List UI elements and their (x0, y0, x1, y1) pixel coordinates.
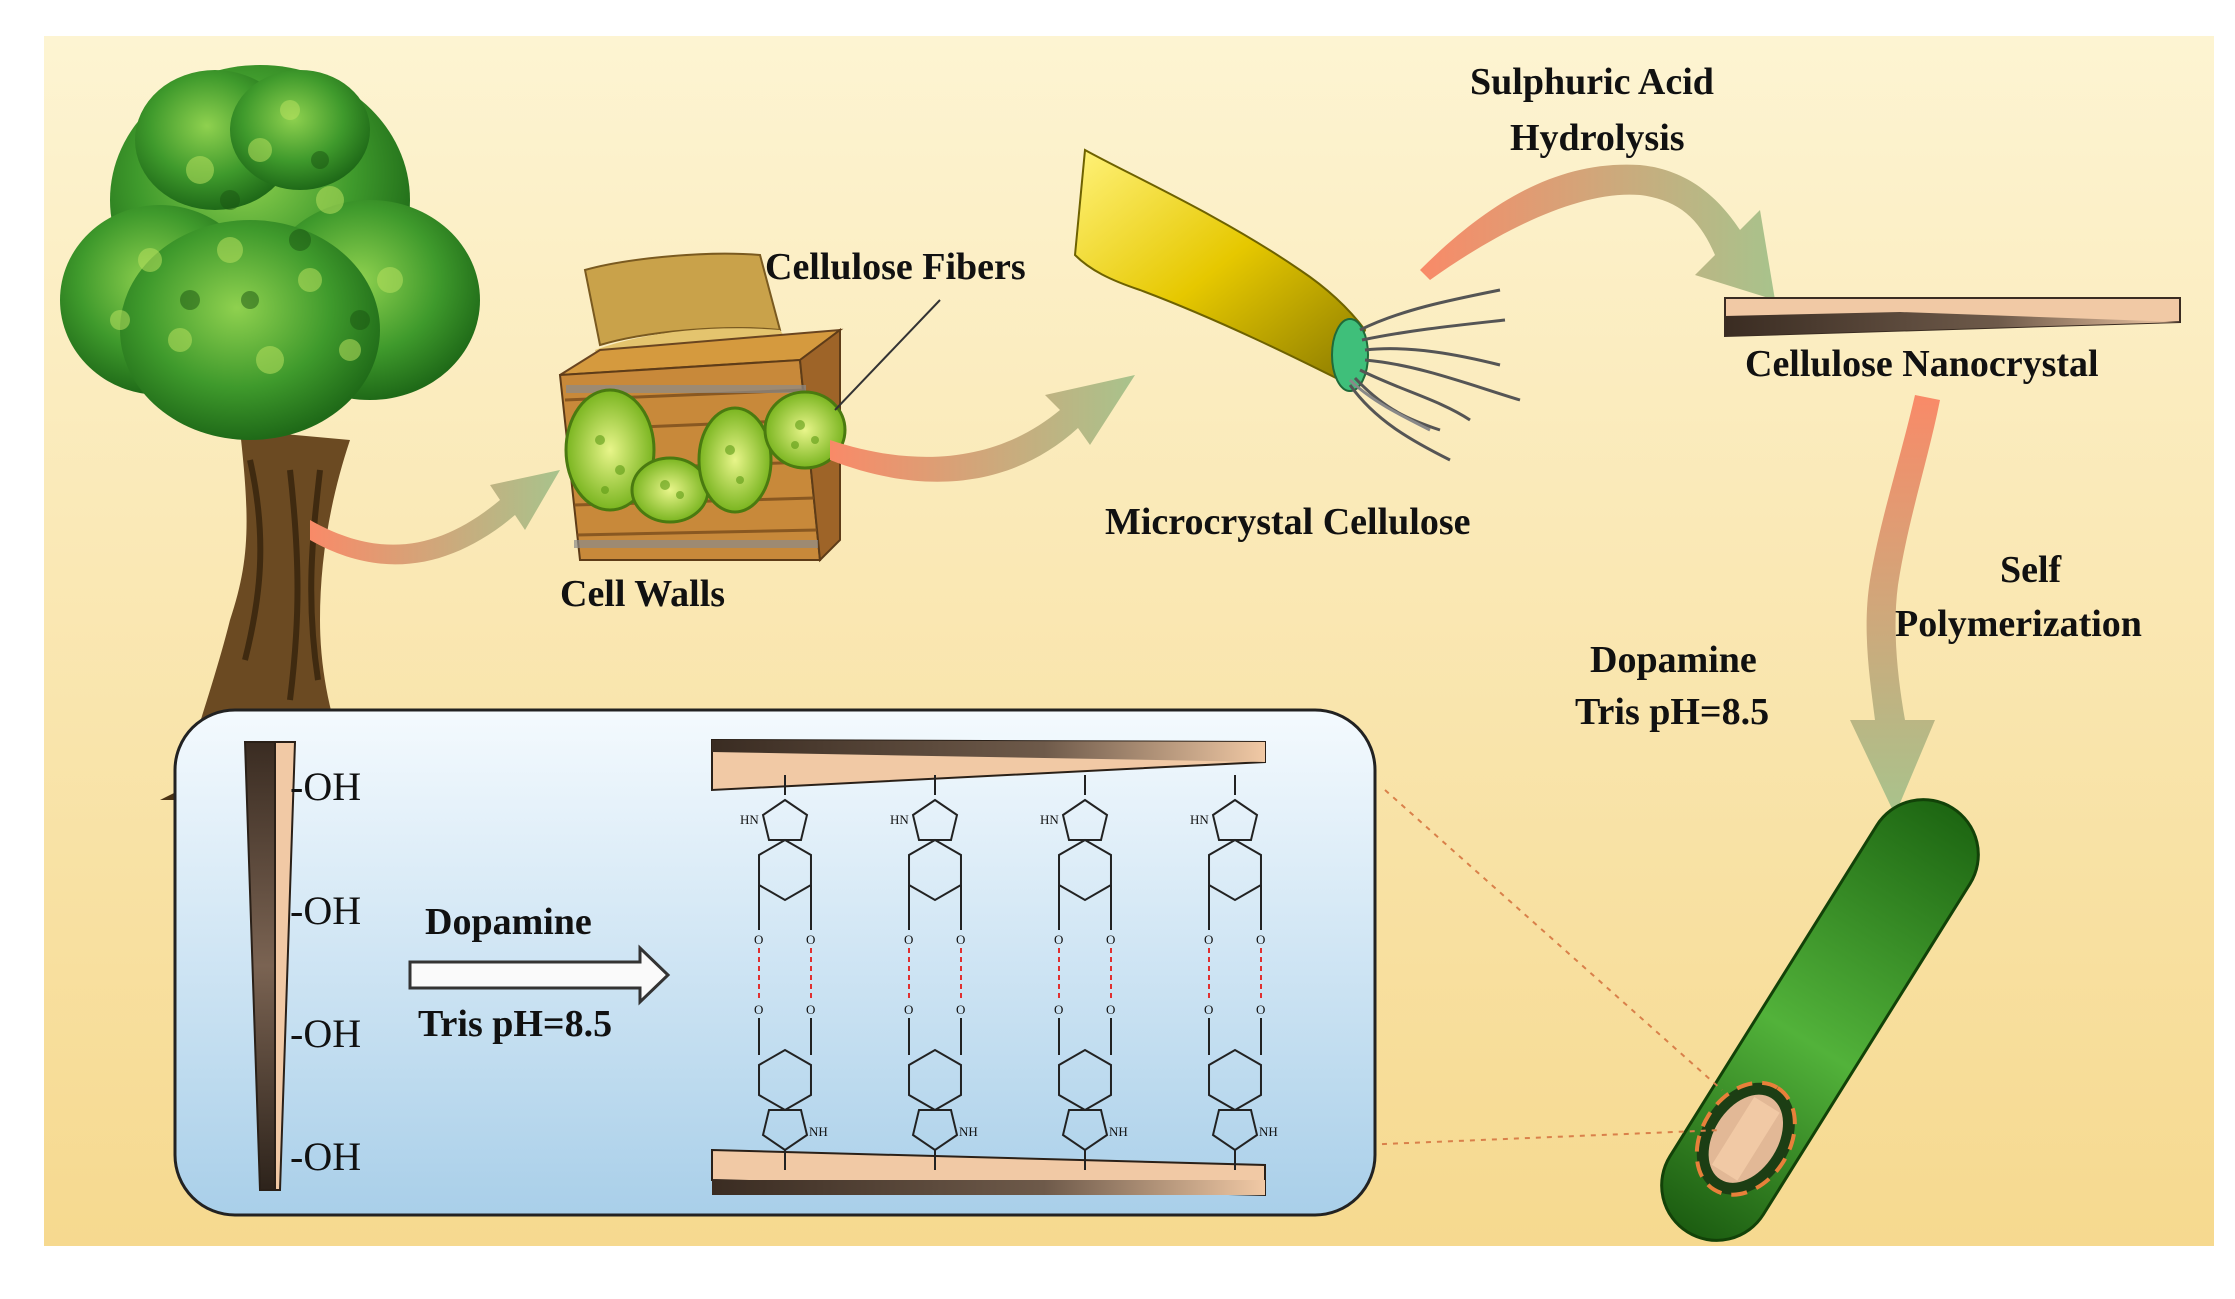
inset-tris-label: Tris pH=8.5 (418, 1003, 613, 1045)
o-label-top-left-1: O (754, 932, 764, 947)
label-self: Self (2000, 549, 2062, 591)
o-label-bottom-left-1: O (754, 1002, 764, 1017)
label-cellulose-fibers: Cellulose Fibers (765, 246, 1026, 288)
label-sulphuric-acid: Sulphuric Acid (1470, 61, 1714, 103)
dopamine-unit-3 (1058, 775, 1112, 1170)
arrow-tree-to-cellwalls (310, 470, 560, 565)
hn-label-4: HN (1190, 812, 1209, 827)
label-tris: Tris pH=8.5 (1575, 691, 1770, 733)
arrow-hydrolysis (1420, 164, 1775, 300)
hn-label-2: HN (890, 812, 909, 827)
arrow-cellwalls-to-microcrystal (830, 375, 1135, 482)
hydroxyl-label-3: -OH (290, 1011, 362, 1056)
label-hydrolysis: Hydrolysis (1510, 117, 1685, 159)
label-polymerization: Polymerization (1895, 603, 2142, 645)
label-dopamine: Dopamine (1590, 639, 1757, 681)
label-microcrystal-cellulose: Microcrystal Cellulose (1105, 501, 1471, 543)
hn-label-1: HN (740, 812, 759, 827)
o-label-top-left-2: O (904, 932, 914, 947)
reaction-inset-panel (173, 708, 1377, 1217)
nh-label-1: NH (809, 1124, 828, 1139)
zoom-connector-lines (1359, 789, 1723, 1146)
inset-dopamine-label: Dopamine (425, 901, 592, 943)
arrow-self-polymerization (1850, 395, 1940, 815)
o-label-top-right-1: O (806, 932, 816, 947)
dopamine-unit-4 (1208, 775, 1262, 1170)
nh-label-2: NH (959, 1124, 978, 1139)
label-cellulose-nanocrystal: Cellulose Nanocrystal (1745, 343, 2099, 385)
label-cell-walls: Cell Walls (560, 573, 726, 615)
dopamine-unit-2 (908, 775, 962, 1170)
tree-illustration (60, 65, 480, 800)
coated-capsule (1660, 798, 1980, 1242)
o-label-bottom-left-3: O (1054, 1002, 1064, 1017)
nh-label-4: NH (1259, 1124, 1278, 1139)
hydroxyl-label-4: -OH (290, 1134, 362, 1179)
hydroxyl-label-2: -OH (290, 888, 362, 933)
o-label-top-right-3: O (1106, 932, 1116, 947)
cell-walls-illustration (558, 252, 941, 563)
dopamine-unit-1 (758, 775, 812, 1170)
hn-label-3: HN (1040, 812, 1059, 827)
o-label-top-left-3: O (1054, 932, 1064, 947)
o-label-top-right-2: O (956, 932, 966, 947)
o-label-bottom-right-1: O (806, 1002, 816, 1017)
nanocrystal-rod (1724, 297, 2181, 338)
o-label-bottom-right-4: O (1256, 1002, 1266, 1017)
o-label-bottom-left-2: O (904, 1002, 914, 1017)
o-label-bottom-right-2: O (956, 1002, 966, 1017)
polydopamine-molecules (758, 775, 1262, 1170)
microcrystal-fiber (1073, 148, 1521, 462)
nh-label-3: NH (1109, 1124, 1128, 1139)
o-label-top-left-4: O (1204, 932, 1214, 947)
o-label-bottom-right-3: O (1106, 1002, 1116, 1017)
o-label-top-right-4: O (1256, 932, 1266, 947)
o-label-bottom-left-4: O (1204, 1002, 1214, 1017)
hydroxyl-label-1: -OH (290, 764, 362, 809)
